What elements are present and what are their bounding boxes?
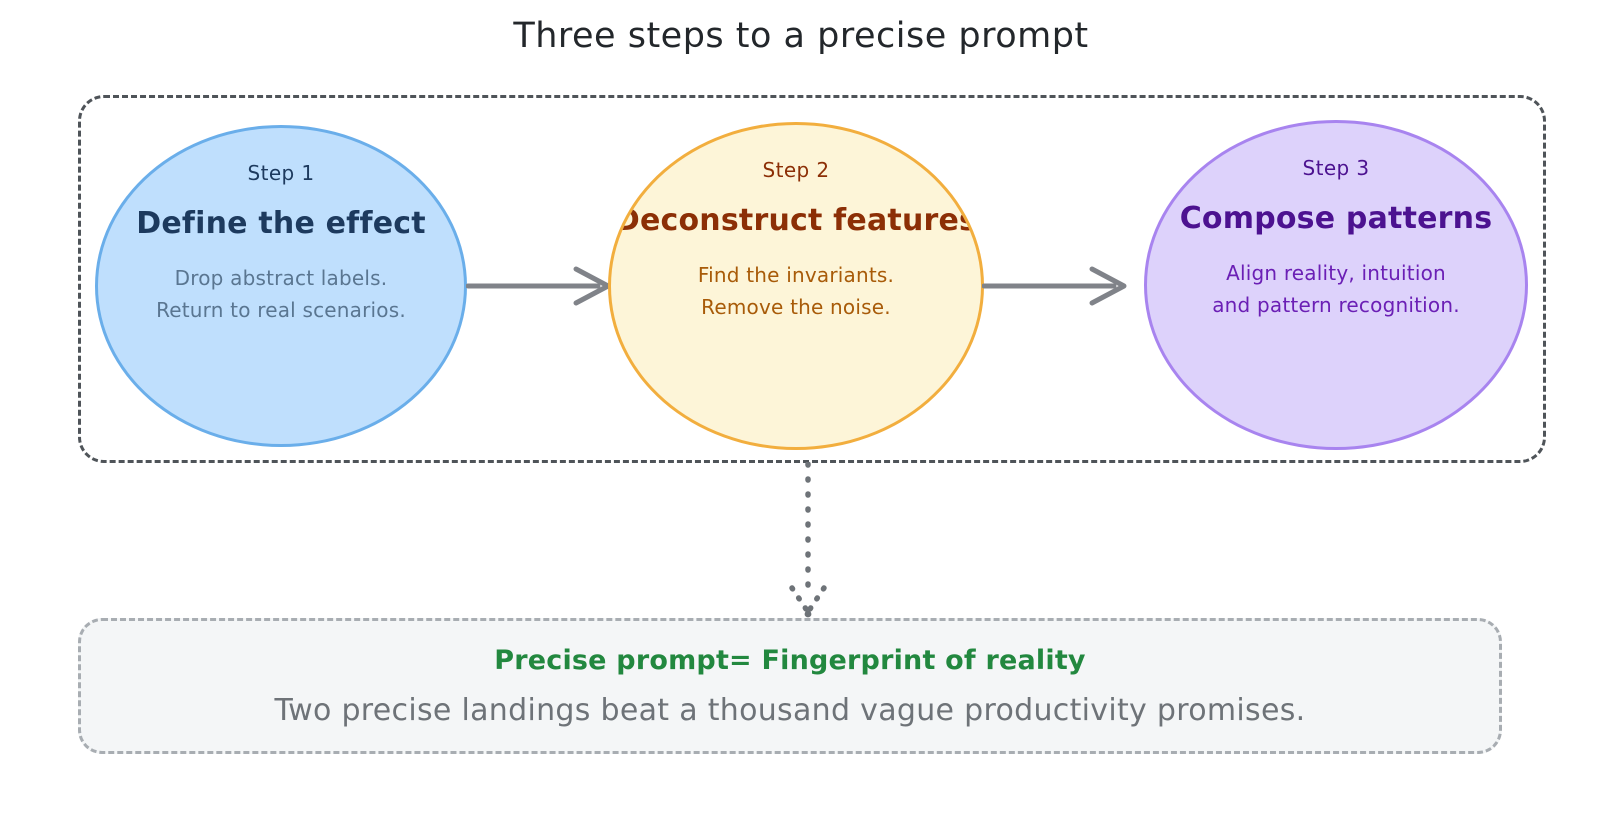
step-2-heading: Deconstruct features xyxy=(614,203,978,238)
arrow-down-dotted-icon xyxy=(789,461,827,618)
steps-to-summary-dotted-arrow xyxy=(766,461,850,620)
step-1-body: Drop abstract labels. Return to real sce… xyxy=(156,265,406,322)
step-node-3[interactable]: Step 3 Compose patterns Align reality, i… xyxy=(1144,120,1528,450)
summary-box: Precise prompt= Fingerprint of reality T… xyxy=(78,618,1502,754)
step-3-label: Step 3 xyxy=(1302,156,1370,180)
summary-heading: Precise prompt= Fingerprint of reality xyxy=(494,644,1086,676)
step-2-to-step-3-arrow xyxy=(981,258,1134,314)
arrow-right-icon xyxy=(465,266,611,306)
step-2-label: Step 2 xyxy=(762,158,830,182)
step-1-label: Step 1 xyxy=(247,161,315,185)
steps-group-container xyxy=(78,95,1546,463)
step-1-to-step-2-arrow xyxy=(465,258,618,314)
step-node-1[interactable]: Step 1 Define the effect Drop abstract l… xyxy=(95,125,467,447)
step-3-heading: Compose patterns xyxy=(1179,201,1493,236)
arrow-right-icon xyxy=(981,266,1127,306)
step-node-2[interactable]: Step 2 Deconstruct features Find the inv… xyxy=(608,122,984,450)
step-2-body: Find the invariants. Remove the noise. xyxy=(697,262,895,319)
page-title: Three steps to a precise prompt xyxy=(513,16,1089,56)
summary-subtext: Two precise landings beat a thousand vag… xyxy=(274,693,1306,729)
step-1-heading: Define the effect xyxy=(136,206,426,241)
step-3-body: Align reality, intuition and pattern rec… xyxy=(1212,260,1460,317)
